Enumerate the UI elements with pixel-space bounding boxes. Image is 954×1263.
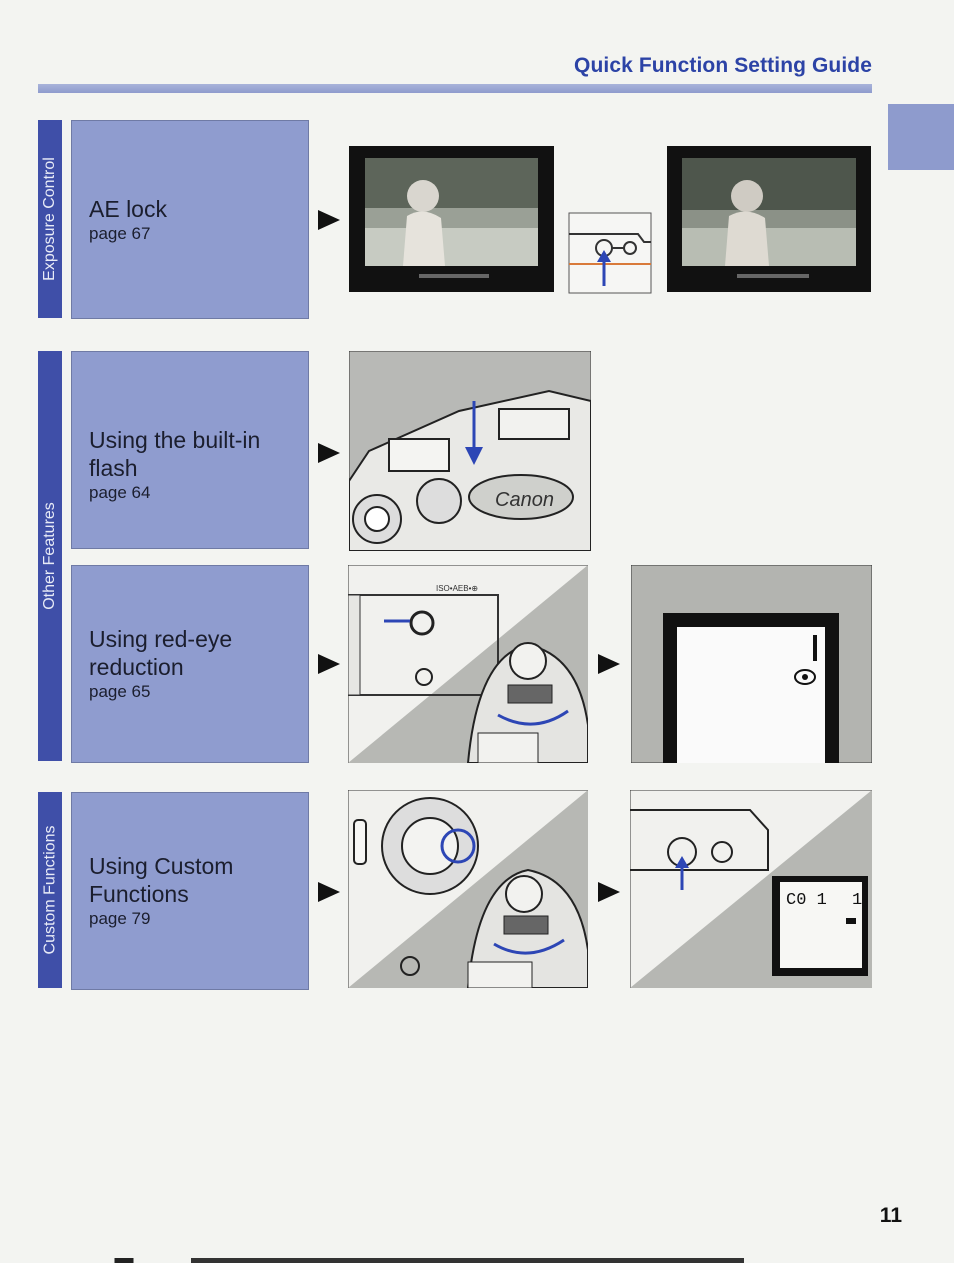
custom-functions-lcd-illustration: C0 1 1 [630, 790, 872, 988]
section-bar-exposure-control: Exposure Control [38, 120, 62, 318]
pointer-arrow-icon [465, 447, 483, 465]
viewfinder-photo-before [349, 146, 554, 292]
lcd-custom-function-setting: 1 [852, 891, 862, 910]
section-bar-custom-functions: Custom Functions [38, 792, 62, 988]
lcd-custom-function-number: C0 1 [786, 891, 827, 910]
card-page-ref[interactable]: page 79 [89, 909, 151, 928]
bottom-edge-line [0, 1258, 954, 1263]
red-eye-viewfinder-illustration [631, 565, 872, 763]
card-red-eye-reduction[interactable]: Using red-eye reduction page 65 [71, 565, 309, 763]
viewfinder-photo-after [667, 146, 871, 292]
card-title: Using red-eye reduction [89, 626, 233, 680]
card-title: AE lock [89, 195, 167, 222]
header-rule [38, 84, 872, 93]
red-eye-lamp-icon [794, 669, 816, 685]
pointer-arrow-icon [675, 856, 689, 868]
arrow-right-icon [318, 443, 340, 463]
camera-flash-illustration: Canon [349, 351, 591, 551]
card-page-ref[interactable]: page 64 [89, 483, 151, 502]
custom-functions-dial-illustration [348, 790, 588, 988]
arrow-right-icon [318, 882, 340, 902]
section-label: Other Features [41, 502, 59, 610]
arrow-right-icon [598, 654, 620, 674]
red-eye-button-illustration: ISO•AEB•⊕ [348, 565, 588, 763]
page-header-title: Quick Function Setting Guide [574, 54, 872, 77]
battery-icon [846, 918, 856, 924]
section-label: Custom Functions [41, 825, 58, 955]
card-page-ref[interactable]: page 65 [89, 682, 151, 701]
arrow-right-icon [318, 654, 340, 674]
card-custom-functions[interactable]: Using Custom Functions page 79 [71, 792, 309, 990]
section-label: Exposure Control [41, 157, 58, 281]
iso-mode-label: ISO•AEB•⊕ [436, 584, 478, 593]
arrow-right-icon [318, 210, 340, 230]
card-title: Using the built-in flash [89, 427, 261, 481]
arrow-right-icon [598, 882, 620, 902]
section-bar-other-features: Other Features [38, 351, 62, 761]
card-title: Using Custom Functions [89, 853, 234, 907]
edge-thumb-tab [888, 104, 954, 170]
page-number: 11 [879, 1204, 902, 1227]
card-built-in-flash[interactable]: Using the built-in flash page 64 [71, 351, 309, 549]
card-page-ref[interactable]: page 67 [89, 223, 151, 243]
pointer-arrow-icon [597, 250, 611, 262]
ae-lock-button-illustration [568, 212, 652, 294]
brand-logo-text: Canon [495, 489, 554, 511]
card-ae-lock[interactable]: AE lock page 67 [71, 120, 309, 319]
